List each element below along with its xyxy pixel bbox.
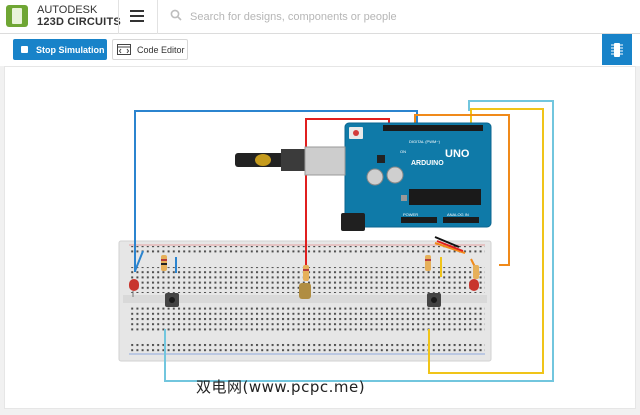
capacitor bbox=[386, 166, 404, 184]
arduino-board[interactable]: DIGITAL (PWM~) ARDUINO UNO ON POWER ANAL… bbox=[341, 122, 492, 231]
led-right[interactable] bbox=[469, 279, 479, 291]
chip-icon bbox=[12, 8, 22, 24]
wire-blue-short[interactable] bbox=[134, 250, 144, 272]
digital-header[interactable] bbox=[383, 125, 483, 131]
top-bar: AUTODESK 123D CIRCUITS bbox=[0, 0, 640, 34]
circuit-drawing: DIGITAL (PWM~) ARDUINO UNO ON POWER ANAL… bbox=[118, 100, 554, 382]
resistor-middle[interactable] bbox=[303, 265, 309, 281]
code-editor-label: Code Editor bbox=[137, 44, 185, 55]
app-logo[interactable] bbox=[6, 5, 28, 27]
components-panel-button[interactable] bbox=[602, 34, 632, 65]
toolbar: Stop Simulation Code Editor bbox=[0, 34, 640, 66]
divider bbox=[157, 0, 158, 34]
crystal bbox=[401, 195, 407, 201]
wire-yellow-long[interactable] bbox=[428, 108, 544, 374]
wire-light-blue[interactable] bbox=[164, 100, 554, 382]
search-input[interactable] bbox=[190, 8, 610, 26]
resistor-right[interactable] bbox=[425, 255, 431, 271]
pushbutton-right[interactable] bbox=[427, 293, 441, 307]
brand-line-2: 123D CIRCUITS bbox=[37, 16, 121, 28]
wire-black[interactable] bbox=[434, 236, 460, 248]
photoresistor[interactable] bbox=[299, 283, 311, 299]
power-label: POWER bbox=[403, 212, 418, 217]
brand[interactable]: AUTODESK 123D CIRCUITS bbox=[37, 4, 121, 28]
usb-cable[interactable] bbox=[235, 146, 346, 176]
watermark-text: 双电网(www.pcpc.me) bbox=[196, 378, 366, 396]
pushbutton-left[interactable] bbox=[165, 293, 179, 307]
hamburger-menu-icon[interactable] bbox=[130, 10, 144, 22]
analog-header[interactable] bbox=[443, 217, 479, 223]
brand-line-1: AUTODESK bbox=[37, 4, 98, 16]
power-header[interactable] bbox=[401, 217, 437, 223]
divider bbox=[118, 0, 119, 34]
code-editor-icon bbox=[117, 44, 131, 55]
stop-simulation-button[interactable]: Stop Simulation bbox=[13, 39, 107, 60]
capacitor bbox=[366, 168, 384, 186]
wire-orange-short[interactable] bbox=[434, 242, 466, 254]
analog-label: ANALOG IN bbox=[447, 212, 469, 217]
component-icon bbox=[611, 42, 623, 57]
wire-orange[interactable] bbox=[414, 114, 510, 266]
power-jack[interactable] bbox=[341, 213, 365, 231]
chip-small bbox=[377, 155, 385, 163]
stop-simulation-label: Stop Simulation bbox=[36, 44, 105, 55]
wire-red-short[interactable] bbox=[436, 240, 464, 252]
arduino-model-label: UNO bbox=[445, 148, 470, 160]
arduino-brand-label: ARDUINO bbox=[411, 160, 444, 167]
digital-label: DIGITAL (PWM~) bbox=[409, 139, 441, 144]
code-editor-button[interactable]: Code Editor bbox=[112, 39, 188, 60]
circuit-canvas[interactable]: DIGITAL (PWM~) ARDUINO UNO ON POWER ANAL… bbox=[4, 66, 636, 409]
wire-blue[interactable] bbox=[134, 110, 418, 272]
led-left[interactable] bbox=[129, 279, 139, 297]
stop-icon bbox=[21, 46, 28, 53]
on-led-label: ON bbox=[400, 149, 406, 154]
resistor-left[interactable] bbox=[161, 255, 167, 271]
resistor-far-right[interactable] bbox=[473, 265, 479, 279]
microcontroller-chip bbox=[409, 189, 481, 205]
search-icon bbox=[170, 9, 182, 21]
